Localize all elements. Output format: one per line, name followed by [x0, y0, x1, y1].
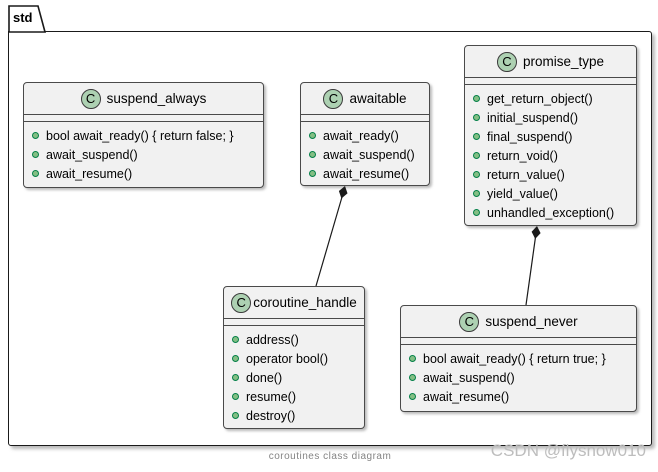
method-label: await_suspend() [46, 147, 138, 162]
public-method-icon [32, 170, 39, 177]
method-row: await_suspend() [409, 368, 628, 387]
public-method-icon [309, 151, 316, 158]
public-method-icon [309, 170, 316, 177]
method-label: bool await_ready() { return false; } [46, 128, 234, 143]
method-row: initial_suspend() [473, 108, 628, 127]
method-label: resume() [246, 389, 297, 404]
method-label: operator bool() [246, 351, 328, 366]
method-row: await_ready() [309, 126, 421, 145]
class-name: coroutine_handle [253, 295, 357, 310]
method-label: done() [246, 370, 283, 385]
class-circle-icon: C [459, 311, 480, 332]
method-label: await_suspend() [323, 147, 415, 162]
method-row: operator bool() [232, 349, 356, 368]
class-circle-icon: C [323, 88, 344, 109]
method-row: bool await_ready() { return false; } [32, 126, 255, 145]
class-header: C suspend_always [24, 83, 263, 114]
class-header: C coroutine_handle [224, 287, 364, 318]
class-methods: address() operator bool() done() resume(… [224, 326, 364, 428]
class-methods: bool await_ready() { return false; } awa… [24, 122, 263, 187]
method-label: return_value() [487, 167, 565, 182]
class-fields-empty [301, 114, 429, 122]
public-method-icon [473, 171, 480, 178]
class-fields-empty [401, 337, 636, 345]
public-method-icon [473, 133, 480, 140]
public-method-icon [409, 374, 416, 381]
class-circle-icon: C [496, 51, 517, 72]
class-circle-icon: C [80, 88, 101, 109]
class-name: suspend_always [106, 91, 207, 106]
method-row: await_resume() [309, 164, 421, 183]
class-suspend_always: C suspend_always bool await_ready() { re… [23, 82, 264, 188]
public-method-icon [473, 95, 480, 102]
method-label: final_suspend() [487, 129, 573, 144]
public-method-icon [232, 355, 239, 362]
method-row: address() [232, 330, 356, 349]
method-row: yield_value() [473, 184, 628, 203]
class-fields-empty [465, 77, 636, 85]
method-row: done() [232, 368, 356, 387]
method-row: get_return_object() [473, 89, 628, 108]
method-row: final_suspend() [473, 127, 628, 146]
class-circle-icon: C [231, 292, 252, 313]
public-method-icon [309, 132, 316, 139]
public-method-icon [32, 151, 39, 158]
method-row: bool await_ready() { return true; } [409, 349, 628, 368]
diagram-caption: coroutines class diagram [268, 451, 392, 462]
public-method-icon [473, 152, 480, 159]
method-row: return_value() [473, 165, 628, 184]
class-methods: bool await_ready() { return true; } awai… [401, 345, 636, 411]
method-row: await_resume() [409, 387, 628, 406]
class-fields-empty [24, 114, 263, 122]
class-methods: get_return_object() initial_suspend() fi… [465, 85, 636, 225]
class-fields-empty [224, 318, 364, 326]
method-label: address() [246, 332, 299, 347]
method-label: return_void() [487, 148, 558, 163]
package-name: std [13, 10, 33, 25]
method-label: yield_value() [487, 186, 558, 201]
public-method-icon [232, 393, 239, 400]
method-label: initial_suspend() [487, 110, 579, 125]
public-method-icon [232, 374, 239, 381]
public-method-icon [232, 412, 239, 419]
class-header: C suspend_never [401, 306, 636, 337]
public-method-icon [473, 190, 480, 197]
method-label: await_ready() [323, 128, 399, 143]
method-label: unhandled_exception() [487, 205, 615, 220]
class-header: C promise_type [465, 46, 636, 77]
class-name: suspend_never [485, 314, 578, 329]
method-row: await_suspend() [309, 145, 421, 164]
method-label: bool await_ready() { return true; } [423, 351, 606, 366]
public-method-icon [32, 132, 39, 139]
class-header: C awaitable [301, 83, 429, 114]
method-label: get_return_object() [487, 91, 593, 106]
class-suspend_never: C suspend_never bool await_ready() { ret… [400, 305, 637, 412]
method-row: await_suspend() [32, 145, 255, 164]
class-methods: await_ready() await_suspend() await_resu… [301, 122, 429, 185]
method-row: unhandled_exception() [473, 203, 628, 222]
public-method-icon [409, 393, 416, 400]
public-method-icon [409, 355, 416, 362]
class-name: promise_type [522, 54, 605, 69]
method-label: await_resume() [46, 166, 133, 181]
public-method-icon [232, 336, 239, 343]
method-label: await_suspend() [423, 370, 515, 385]
public-method-icon [473, 114, 480, 121]
class-coroutine_handle: C coroutine_handle address() operator bo… [223, 286, 365, 429]
method-row: resume() [232, 387, 356, 406]
class-awaitable: C awaitable await_ready() await_suspend(… [300, 82, 430, 186]
csdn-watermark: CSDN @flysnow010 [490, 441, 646, 460]
method-row: return_void() [473, 146, 628, 165]
method-label: await_resume() [423, 389, 510, 404]
public-method-icon [473, 209, 480, 216]
class-name: awaitable [349, 91, 407, 106]
class-promise_type: C promise_type get_return_object() initi… [464, 45, 637, 226]
package-tab-shape [8, 5, 47, 33]
method-label: destroy() [246, 408, 296, 423]
method-row: await_resume() [32, 164, 255, 183]
method-label: await_resume() [323, 166, 410, 181]
method-row: destroy() [232, 406, 356, 425]
